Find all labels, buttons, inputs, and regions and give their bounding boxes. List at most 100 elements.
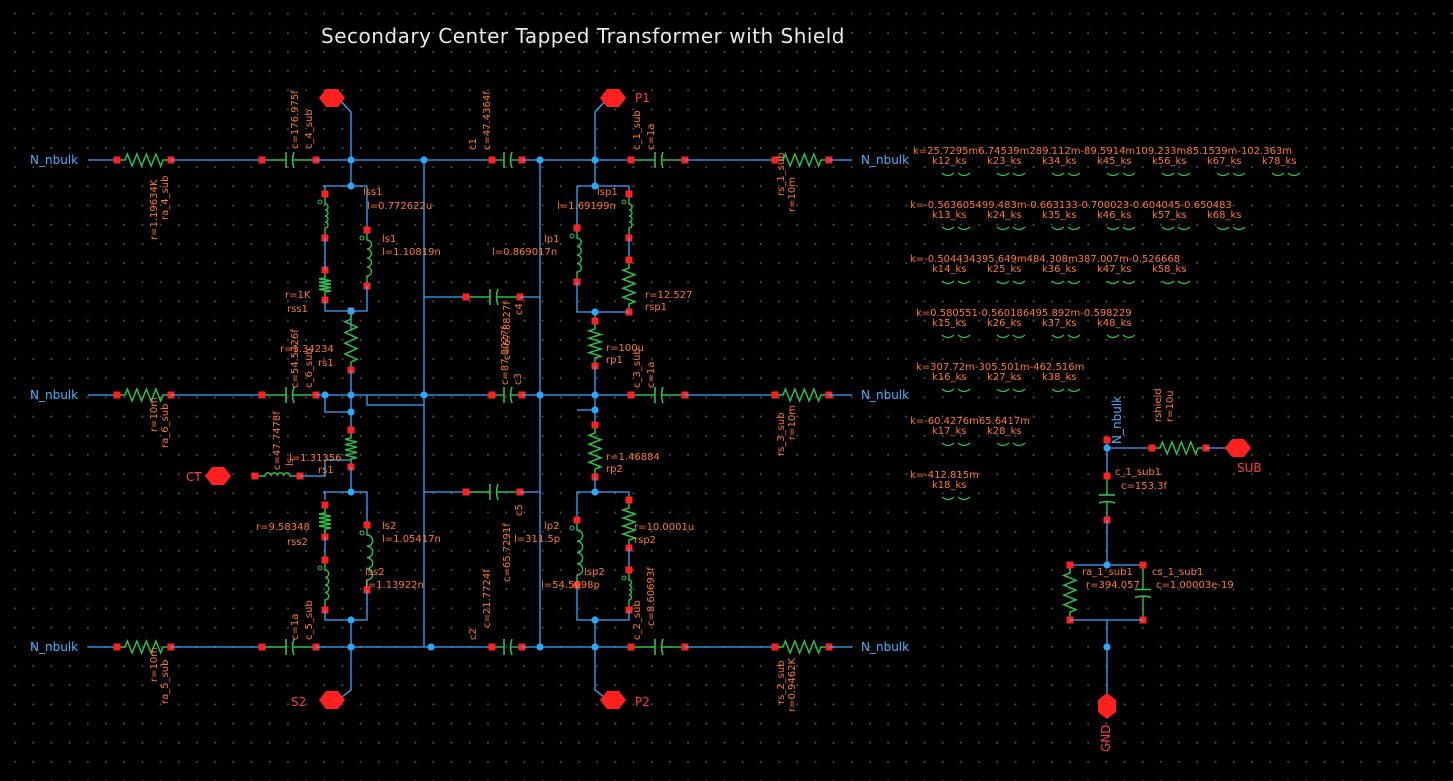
ct-pin xyxy=(205,467,231,485)
k-coupling-name[interactable]: k68_ks xyxy=(1207,210,1242,221)
k-coupling-name[interactable]: k17_ks xyxy=(932,426,967,437)
net-label-nbulk[interactable]: N_nbulk xyxy=(30,388,79,402)
k-coupling-name[interactable]: k38_ks xyxy=(1042,372,1077,383)
k-coupling-symbol xyxy=(996,442,1026,447)
pin-terminal xyxy=(113,643,121,651)
resistor-symbol xyxy=(117,638,171,656)
net-label-nbulk[interactable]: N_nbulk xyxy=(861,640,910,654)
k-coupling-name[interactable]: k14_ks xyxy=(932,264,967,275)
junction-dot xyxy=(591,488,599,496)
rss2-name: rss2 xyxy=(287,537,308,548)
junction-dot xyxy=(536,391,544,399)
k-coupling-symbol xyxy=(1161,280,1191,285)
c4-value: c=67.8827f xyxy=(502,301,513,360)
csub1-value: c=153.3f xyxy=(1121,481,1168,492)
capacitor-plate xyxy=(291,151,295,169)
pin-terminal xyxy=(1066,561,1074,569)
wire xyxy=(576,282,595,313)
k-coupling-symbol xyxy=(1051,226,1081,231)
k-coupling-name[interactable]: k16_ks xyxy=(932,372,967,383)
ls1-value: l=1.10819n xyxy=(382,247,441,258)
k-row-5-values: k=307.72m-305.501m-462.516m xyxy=(916,362,1085,373)
resistor-symbol xyxy=(117,386,171,404)
k-coupling-name[interactable]: k28_ks xyxy=(987,426,1022,437)
k-coupling-name[interactable]: k78_ks xyxy=(1262,156,1297,167)
pin-label-sub: SUB xyxy=(1237,461,1262,475)
k-coupling-symbol xyxy=(1106,280,1136,285)
k-coupling-name[interactable]: k47_ks xyxy=(1097,264,1132,275)
k-coupling-name[interactable]: k36_ks xyxy=(1042,264,1077,275)
k-coupling-symbol xyxy=(1161,226,1191,231)
pin-terminal xyxy=(251,472,259,480)
k-coupling-name[interactable]: k12_ks xyxy=(932,156,967,167)
k-row-2-values: k=-0.563605499.483m-0.663133-0.700023-0.… xyxy=(910,200,1232,211)
c6sub-value: c=54.5326f xyxy=(290,329,301,388)
k-coupling-name[interactable]: k27_ks xyxy=(987,372,1022,383)
inductor-dot xyxy=(621,199,627,205)
k-coupling-name[interactable]: k45_ks xyxy=(1097,156,1132,167)
net-label-nbulk[interactable]: N_nbulk xyxy=(30,153,79,167)
c2-name: c2 xyxy=(468,628,479,640)
k-coupling-name[interactable]: k18_ks xyxy=(932,480,967,491)
rs3-value: r=10m xyxy=(787,405,798,440)
k-coupling-symbol xyxy=(996,172,1026,177)
k-coupling-name[interactable]: k35_ks xyxy=(1042,210,1077,221)
wire xyxy=(594,647,609,701)
pin-terminal xyxy=(627,391,635,399)
c2sub-value: c=8.60693f xyxy=(646,567,657,626)
capacitor-plate xyxy=(1098,500,1116,504)
k-coupling-name[interactable]: k58_ks xyxy=(1152,264,1187,275)
wire xyxy=(595,610,630,621)
pin-terminal xyxy=(258,391,266,399)
net-label-nbulk[interactable]: N_nbulk xyxy=(30,640,79,654)
resistor-symbol xyxy=(620,260,638,312)
capacitor-plate xyxy=(291,386,295,404)
resistor-symbol xyxy=(775,151,829,169)
k-coupling-name[interactable]: k25_ks xyxy=(987,264,1022,275)
c4sub-name: c_4_sub xyxy=(304,109,315,149)
k-coupling-symbol xyxy=(1051,280,1081,285)
k-coupling-name[interactable]: k48_ks xyxy=(1097,318,1132,329)
k-coupling-name[interactable]: k34_ks xyxy=(1042,156,1077,167)
c4sub-value: c=176.975f xyxy=(290,90,301,149)
k-coupling-name[interactable]: k23_ks xyxy=(987,156,1022,167)
wire xyxy=(351,286,368,312)
lss1-value: l=0.772622u xyxy=(367,201,433,212)
wire xyxy=(576,585,595,621)
pin-terminal xyxy=(771,156,779,164)
wire xyxy=(351,590,368,621)
capacitor-plate xyxy=(291,638,295,656)
rp2-value: r=1.46884 xyxy=(606,452,660,463)
k-coupling-symbol xyxy=(996,226,1026,231)
cssub1-name: cs_1_sub1 xyxy=(1152,567,1204,578)
k-coupling-name[interactable]: k57_ks xyxy=(1152,210,1187,221)
ls1-name: ls1 xyxy=(382,234,397,245)
net-label-nbulk[interactable]: N_nbulk xyxy=(861,153,910,167)
junction-dot xyxy=(536,156,544,164)
k-coupling-name[interactable]: k56_ks xyxy=(1152,156,1187,167)
k-coupling-name[interactable]: k13_ks xyxy=(932,210,967,221)
k-coupling-name[interactable]: k24_ks xyxy=(987,210,1022,221)
k-coupling-name[interactable]: k46_ks xyxy=(1097,210,1132,221)
resistor-symbol xyxy=(1152,439,1206,457)
k-coupling-name[interactable]: k37_ks xyxy=(1042,318,1077,329)
net-label-nbulk[interactable]: N_nbulk xyxy=(861,388,910,402)
inductor-dot xyxy=(569,525,575,531)
resistor-symbol xyxy=(344,430,358,467)
c1-name: c1 xyxy=(468,138,479,150)
inductor-symbol xyxy=(628,194,633,238)
k-coupling-name[interactable]: k67_ks xyxy=(1207,156,1242,167)
k-coupling-name[interactable]: k15_ks xyxy=(932,318,967,329)
k-coupling-name[interactable]: k26_ks xyxy=(987,318,1022,329)
net-label-nbulk[interactable]: N_nbulk xyxy=(1110,395,1124,444)
junction-dot xyxy=(420,156,428,164)
pin-terminal xyxy=(1103,436,1111,444)
rs1-value: r=10m xyxy=(787,177,798,212)
csub1-name: c_1_sub1 xyxy=(1115,467,1162,478)
rs1-value: r=1.34234 xyxy=(280,344,334,355)
wire xyxy=(366,395,424,406)
junction-dot xyxy=(347,616,355,624)
rs1-name: rs_1_sub xyxy=(776,152,787,196)
